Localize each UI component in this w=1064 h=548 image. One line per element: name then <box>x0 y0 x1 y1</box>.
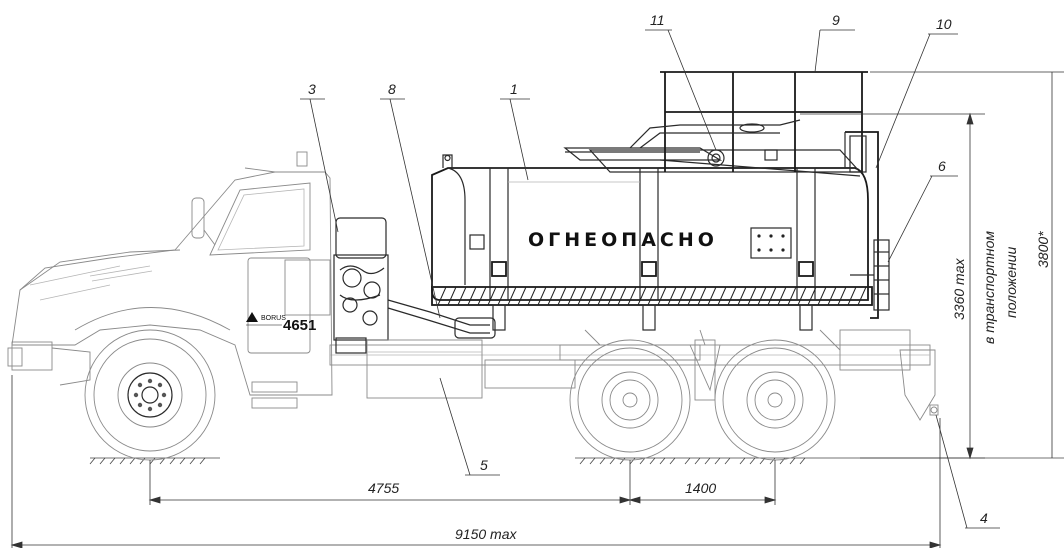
top-platform <box>563 71 890 319</box>
callout-4: 4 <box>980 510 988 526</box>
callout-11: 11 <box>650 12 665 28</box>
pump-unit <box>333 217 496 354</box>
dim-height-working: 3800* <box>1035 231 1051 268</box>
rear-wheel-1 <box>569 339 691 461</box>
dim-rear-axle-spacing: 1400 <box>685 480 716 496</box>
tank-warning-label: ОГНЕОПАСНО <box>528 229 718 251</box>
rear-suspension <box>559 329 841 401</box>
rear-wheel-2 <box>714 339 836 461</box>
cab-badge: BORUS 4651 <box>246 312 316 334</box>
chassis-frame <box>329 329 939 421</box>
callout-5: 5 <box>480 457 488 473</box>
dim-wheelbase: 4755 <box>368 480 399 496</box>
dim-height-note-2: положении <box>1003 247 1019 318</box>
truck-cab: BORUS 4651 <box>7 151 333 409</box>
svg-text:BORUS: BORUS <box>261 315 286 322</box>
callout-8: 8 <box>388 81 396 97</box>
side-box <box>366 339 483 399</box>
dim-height-transport: 3360 max <box>951 258 967 320</box>
callout-1: 1 <box>510 81 518 97</box>
fuel-tank: ОГНЕОПАСНО <box>431 154 869 301</box>
callout-6: 6 <box>938 158 946 174</box>
ground-line <box>89 457 1064 465</box>
callout-numbers: 1 3 4 5 6 8 9 10 11 <box>308 12 988 526</box>
dimension-lines <box>10 71 1064 548</box>
dim-overall-length: 9150 max <box>455 526 517 542</box>
dim-height-note-1: в транспортном <box>981 231 997 344</box>
front-wheel <box>74 307 231 461</box>
dimension-values: 4755 1400 9150 max 3360 max в транспортн… <box>368 231 1051 542</box>
callout-leaders <box>300 29 1000 529</box>
callout-3: 3 <box>308 81 316 97</box>
callout-10: 10 <box>936 16 952 32</box>
svg-text:4651: 4651 <box>283 317 316 334</box>
callout-9: 9 <box>832 12 840 28</box>
tank-subframe <box>431 286 873 331</box>
